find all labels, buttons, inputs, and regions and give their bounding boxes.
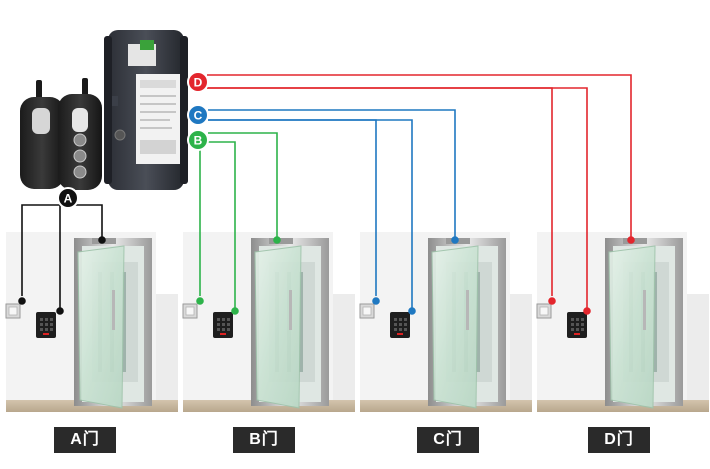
wires-b — [196, 132, 281, 315]
badge-b-letter: B — [194, 134, 203, 148]
door-label-c: C门 — [417, 427, 479, 453]
badge-c-letter: C — [194, 109, 203, 123]
key-fob-remote-icon — [20, 78, 102, 190]
door-scene-c — [359, 231, 533, 413]
badge-d: D — [187, 71, 209, 93]
door-label-a: A门 — [54, 427, 116, 453]
wires-a — [18, 193, 106, 315]
wires-d — [207, 74, 635, 315]
badge-a-letter: A — [64, 192, 73, 206]
door-label-b: B门 — [233, 427, 295, 453]
door-scene-d — [536, 231, 710, 413]
door-scene-b — [182, 231, 356, 413]
badge-b: B — [187, 129, 209, 151]
door-scene-a — [5, 231, 179, 413]
badge-a: A — [57, 187, 79, 209]
badge-d-letter: D — [194, 76, 203, 90]
wireless-controller-icon — [104, 30, 188, 190]
door-label-d: D门 — [588, 427, 650, 453]
badge-c: C — [187, 104, 209, 126]
wires-c — [208, 109, 459, 315]
